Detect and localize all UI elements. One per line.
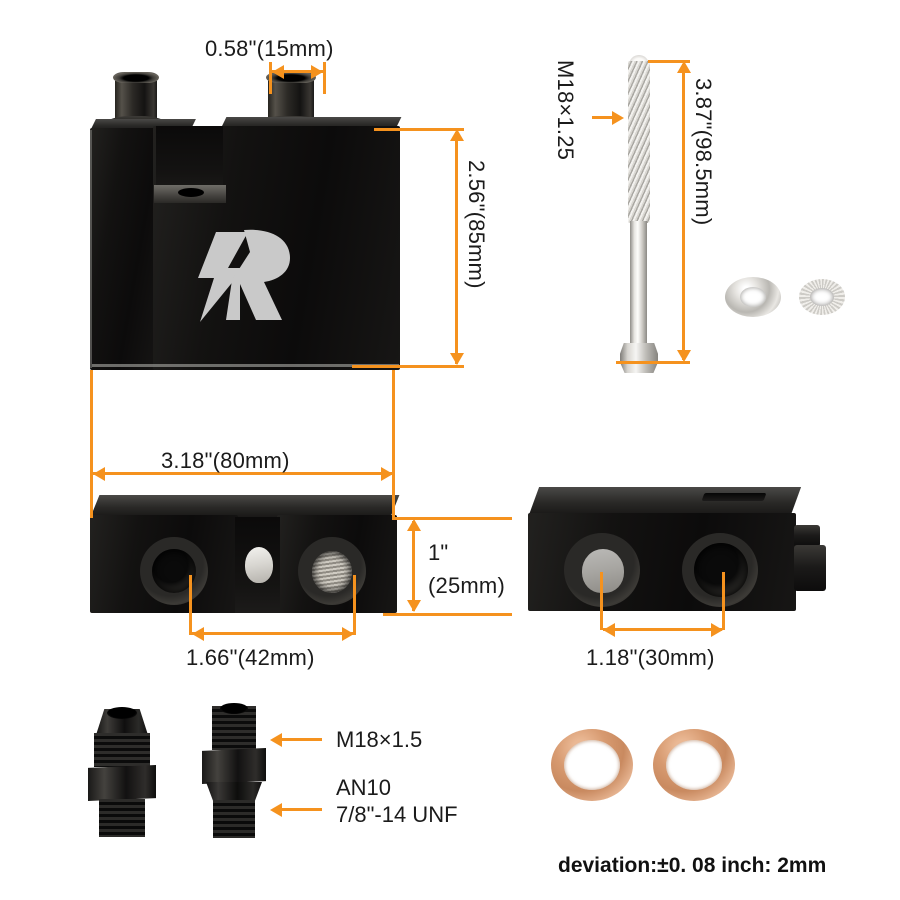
- dim-port-width-line: [272, 70, 323, 73]
- dim-length-arrow-right: [381, 467, 393, 481]
- m18-thread-callout: M18×1.5: [336, 727, 423, 752]
- block-center-notch: [156, 126, 223, 194]
- rear-side-port-upper: [794, 525, 820, 547]
- dim-rear-spacing-arrow-right: [711, 623, 723, 637]
- dim-rear-spacing-line: [603, 628, 722, 631]
- an10-fitting-lower-threads: [99, 799, 145, 837]
- bolt-smooth-shank: [630, 221, 647, 347]
- dim-rear-spacing-arrow-left: [603, 623, 615, 637]
- m18-to-an10-fitting: [200, 700, 266, 840]
- dim-depth-arrow-top: [407, 519, 421, 531]
- block-bottom-edge: [92, 364, 399, 367]
- dim-bolt-length-label: 3.87"(98.5mm): [691, 78, 716, 226]
- an10-fitting-hex: [88, 765, 156, 801]
- dim-front-spacing-label: 1.66"(42mm): [186, 645, 315, 670]
- rear-block-top-slot: [701, 493, 767, 501]
- dim-length-ext-left: [90, 370, 93, 518]
- an10-fitting-upper-threads: [94, 733, 150, 767]
- dim-length-label: 3.18"(80mm): [161, 448, 290, 473]
- copper-crush-washer-2-hole: [666, 740, 722, 790]
- bolt-tip: [629, 55, 649, 65]
- dim-depth-ext-bottom: [383, 613, 512, 616]
- brand-logo-lr: [178, 228, 298, 326]
- dim-depth-label-line2: (25mm): [428, 573, 505, 598]
- rear-side-port-lower: [794, 545, 826, 591]
- an10-callout-leader-arrow: [270, 803, 282, 817]
- an10-callout-leader-line: [276, 808, 322, 811]
- dim-port-width-arrow-right: [311, 64, 323, 79]
- dim-length-line: [93, 472, 392, 475]
- adapter-block-rear-view: [528, 487, 828, 612]
- dim-height-line: [455, 132, 458, 364]
- split-lock-washer-hole: [810, 288, 834, 306]
- dim-depth-ext-top: [392, 517, 512, 520]
- dim-depth-arrow-bottom: [407, 600, 421, 612]
- an10-fitting-mouth: [107, 707, 137, 719]
- dim-bolt-length-ext-bottom: [616, 361, 690, 364]
- copper-crush-washer-2: [653, 729, 735, 801]
- dim-rear-spacing-label: 1.18"(30mm): [586, 645, 715, 670]
- dim-length-arrow-left: [93, 467, 105, 481]
- deviation-note: deviation:±0. 08 inch: 2mm: [558, 854, 827, 877]
- m18-fitting-mouth: [220, 703, 248, 714]
- rear-port-right-bore: [694, 543, 748, 597]
- front-port-right-threads: [312, 551, 352, 593]
- an10-callout-line2: 7/8"-14 UNF: [336, 802, 458, 827]
- dim-bolt-length-ext-top: [648, 60, 690, 63]
- notch-bolt-hole: [178, 188, 204, 197]
- dim-bolt-length-line: [682, 64, 685, 360]
- dim-depth-label-line1: 1": [428, 540, 449, 565]
- dim-height-ext-top: [374, 128, 464, 131]
- front-block-top-face: [90, 495, 400, 517]
- dim-front-spacing-line: [192, 632, 353, 635]
- m18-fitting-an-threads: [213, 800, 255, 838]
- bolt-thread-leader-arrow: [612, 111, 624, 125]
- dim-front-spacing-ext-left: [189, 575, 192, 635]
- dim-front-spacing-ext-right: [353, 575, 356, 635]
- an10-fitting: [88, 705, 156, 840]
- dim-bolt-length-arrow-top: [677, 61, 691, 73]
- dim-height-arrow-bottom: [450, 353, 464, 365]
- m18-callout-leader-line: [276, 738, 322, 741]
- m18-center-bolt: [620, 55, 658, 375]
- dim-height-arrow-top: [450, 129, 464, 141]
- dim-front-spacing-arrow-left: [192, 627, 204, 641]
- dim-height-label: 2.56"(85mm): [464, 160, 489, 289]
- front-port-left-bore: [152, 549, 196, 593]
- dim-depth-line: [412, 521, 415, 611]
- dim-bolt-length-arrow-bottom: [677, 350, 691, 362]
- dim-rear-spacing-ext-left: [600, 572, 603, 630]
- copper-crush-washer-1-hole: [564, 740, 620, 790]
- split-lock-washer: [799, 279, 845, 315]
- oil-port-tube-left: [106, 72, 166, 131]
- dim-port-width-ext-right: [323, 62, 326, 94]
- bolt-thread-leader-line: [592, 116, 614, 119]
- dim-port-width-arrow-left: [272, 64, 284, 79]
- dim-length-ext-right: [392, 370, 395, 518]
- adapter-block-side-view: [90, 60, 410, 370]
- dim-rear-spacing-ext-right: [722, 572, 725, 630]
- flat-washer: [725, 277, 781, 317]
- rear-port-left-plug: [582, 549, 624, 593]
- block-left-wall: [90, 128, 162, 370]
- copper-crush-washer-1: [551, 729, 633, 801]
- dim-height-ext-bottom: [352, 365, 464, 368]
- dim-port-width-label: 0.58"(15mm): [205, 36, 334, 61]
- rear-block-top-face: [528, 487, 802, 515]
- adapter-block-front-view: [90, 495, 400, 615]
- bolt-hex-head: [620, 343, 658, 373]
- dim-bolt-thread-label: M18×1.25: [553, 60, 578, 161]
- center-stud: [245, 547, 273, 583]
- dim-port-width-ext-left: [269, 62, 272, 94]
- m18-callout-leader-arrow: [270, 733, 282, 747]
- dim-front-spacing-arrow-right: [342, 627, 354, 641]
- block-left-edge-highlight: [90, 130, 92, 368]
- flat-washer-hole: [740, 287, 766, 307]
- bolt-threaded-section: [628, 61, 650, 223]
- m18-fitting-hex: [202, 748, 266, 784]
- an10-callout-line1: AN10: [336, 775, 392, 800]
